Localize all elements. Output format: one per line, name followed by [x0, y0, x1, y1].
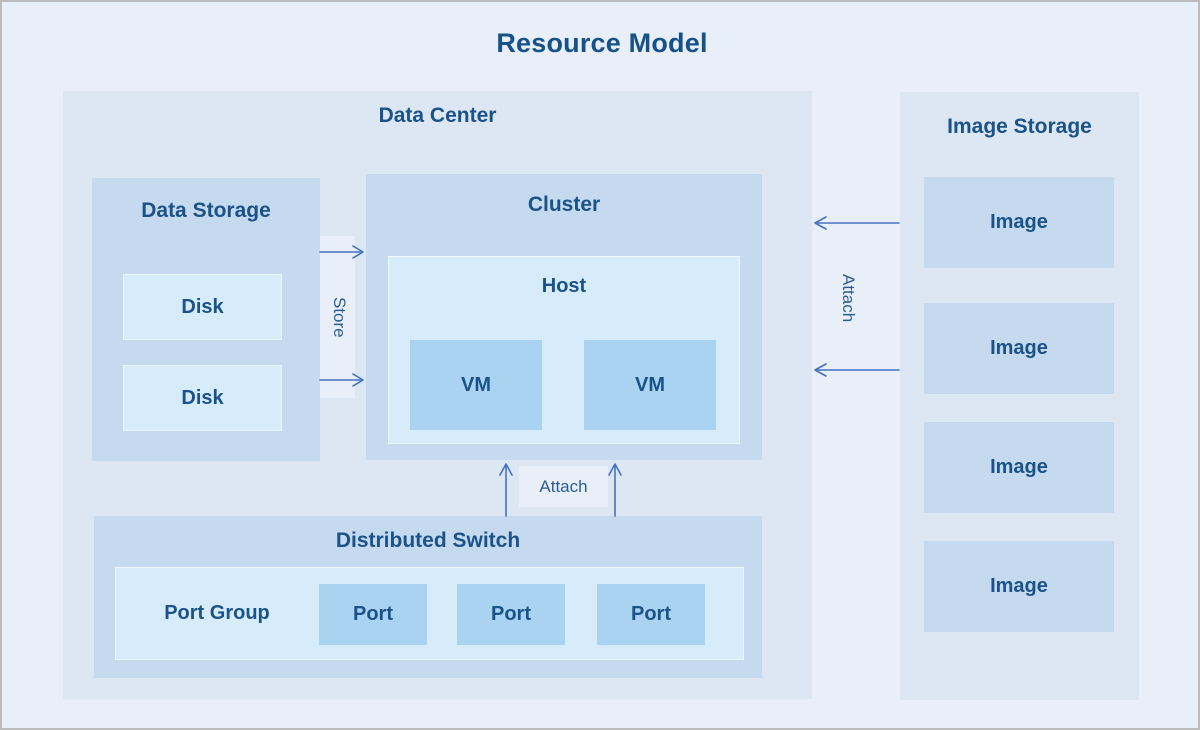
store-label: Store: [330, 296, 349, 338]
attach-switch-label: Attach: [539, 476, 588, 496]
store-label-bg: [320, 236, 355, 398]
host-title: Host: [541, 275, 587, 297]
attach-arrow-image-bottom-head: [814, 363, 827, 377]
vm-box: VM: [410, 340, 542, 430]
image-box: Image: [924, 177, 1114, 268]
image-storage-title: Image Storage: [947, 115, 1092, 138]
port-box: Port: [457, 584, 565, 645]
page-title: Resource Model: [496, 28, 708, 58]
attach-arrow-image-top-head: [814, 216, 827, 230]
image-box: Image: [924, 303, 1114, 394]
attach-switch-label-bg: [519, 466, 608, 507]
port-group-title: Port Group: [164, 602, 270, 624]
image-box: Image: [924, 541, 1114, 632]
vm-box: VM: [584, 340, 716, 430]
disk-box: Disk: [123, 365, 282, 431]
cluster-title: Cluster: [527, 193, 601, 216]
disk-box: Disk: [123, 274, 282, 340]
attach-image-label: Attach: [839, 273, 858, 323]
port-box: Port: [597, 584, 705, 645]
port-box: Port: [319, 584, 427, 645]
distributed-switch-title: Distributed Switch: [335, 529, 521, 552]
image-box: Image: [924, 422, 1114, 513]
data-center-title: Data Center: [378, 104, 497, 127]
data-storage-title: Data Storage: [141, 199, 271, 222]
